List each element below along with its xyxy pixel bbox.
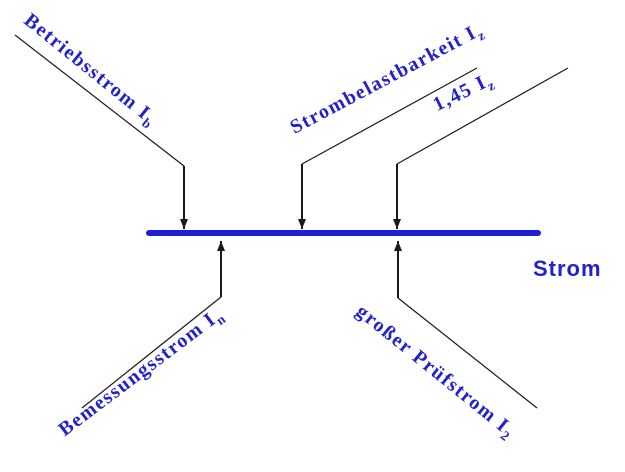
leader-strombelastbarkeit-diagonal <box>301 67 478 165</box>
axis-label-strom: Strom <box>533 256 602 281</box>
leader-betriebsstrom-diagonal <box>14 34 185 167</box>
leader-faktor-diagonal <box>396 67 569 165</box>
leader-bemessungsstrom-diagonal <box>81 296 222 409</box>
leader-pruefstrom-diagonal <box>397 297 538 409</box>
leader-faktor <box>393 67 569 229</box>
leader-pruefstrom <box>394 241 538 409</box>
leader-bemessungsstrom <box>81 241 225 409</box>
leader-strombelastbarkeit <box>298 67 478 229</box>
leader-betriebsstrom <box>14 34 188 229</box>
